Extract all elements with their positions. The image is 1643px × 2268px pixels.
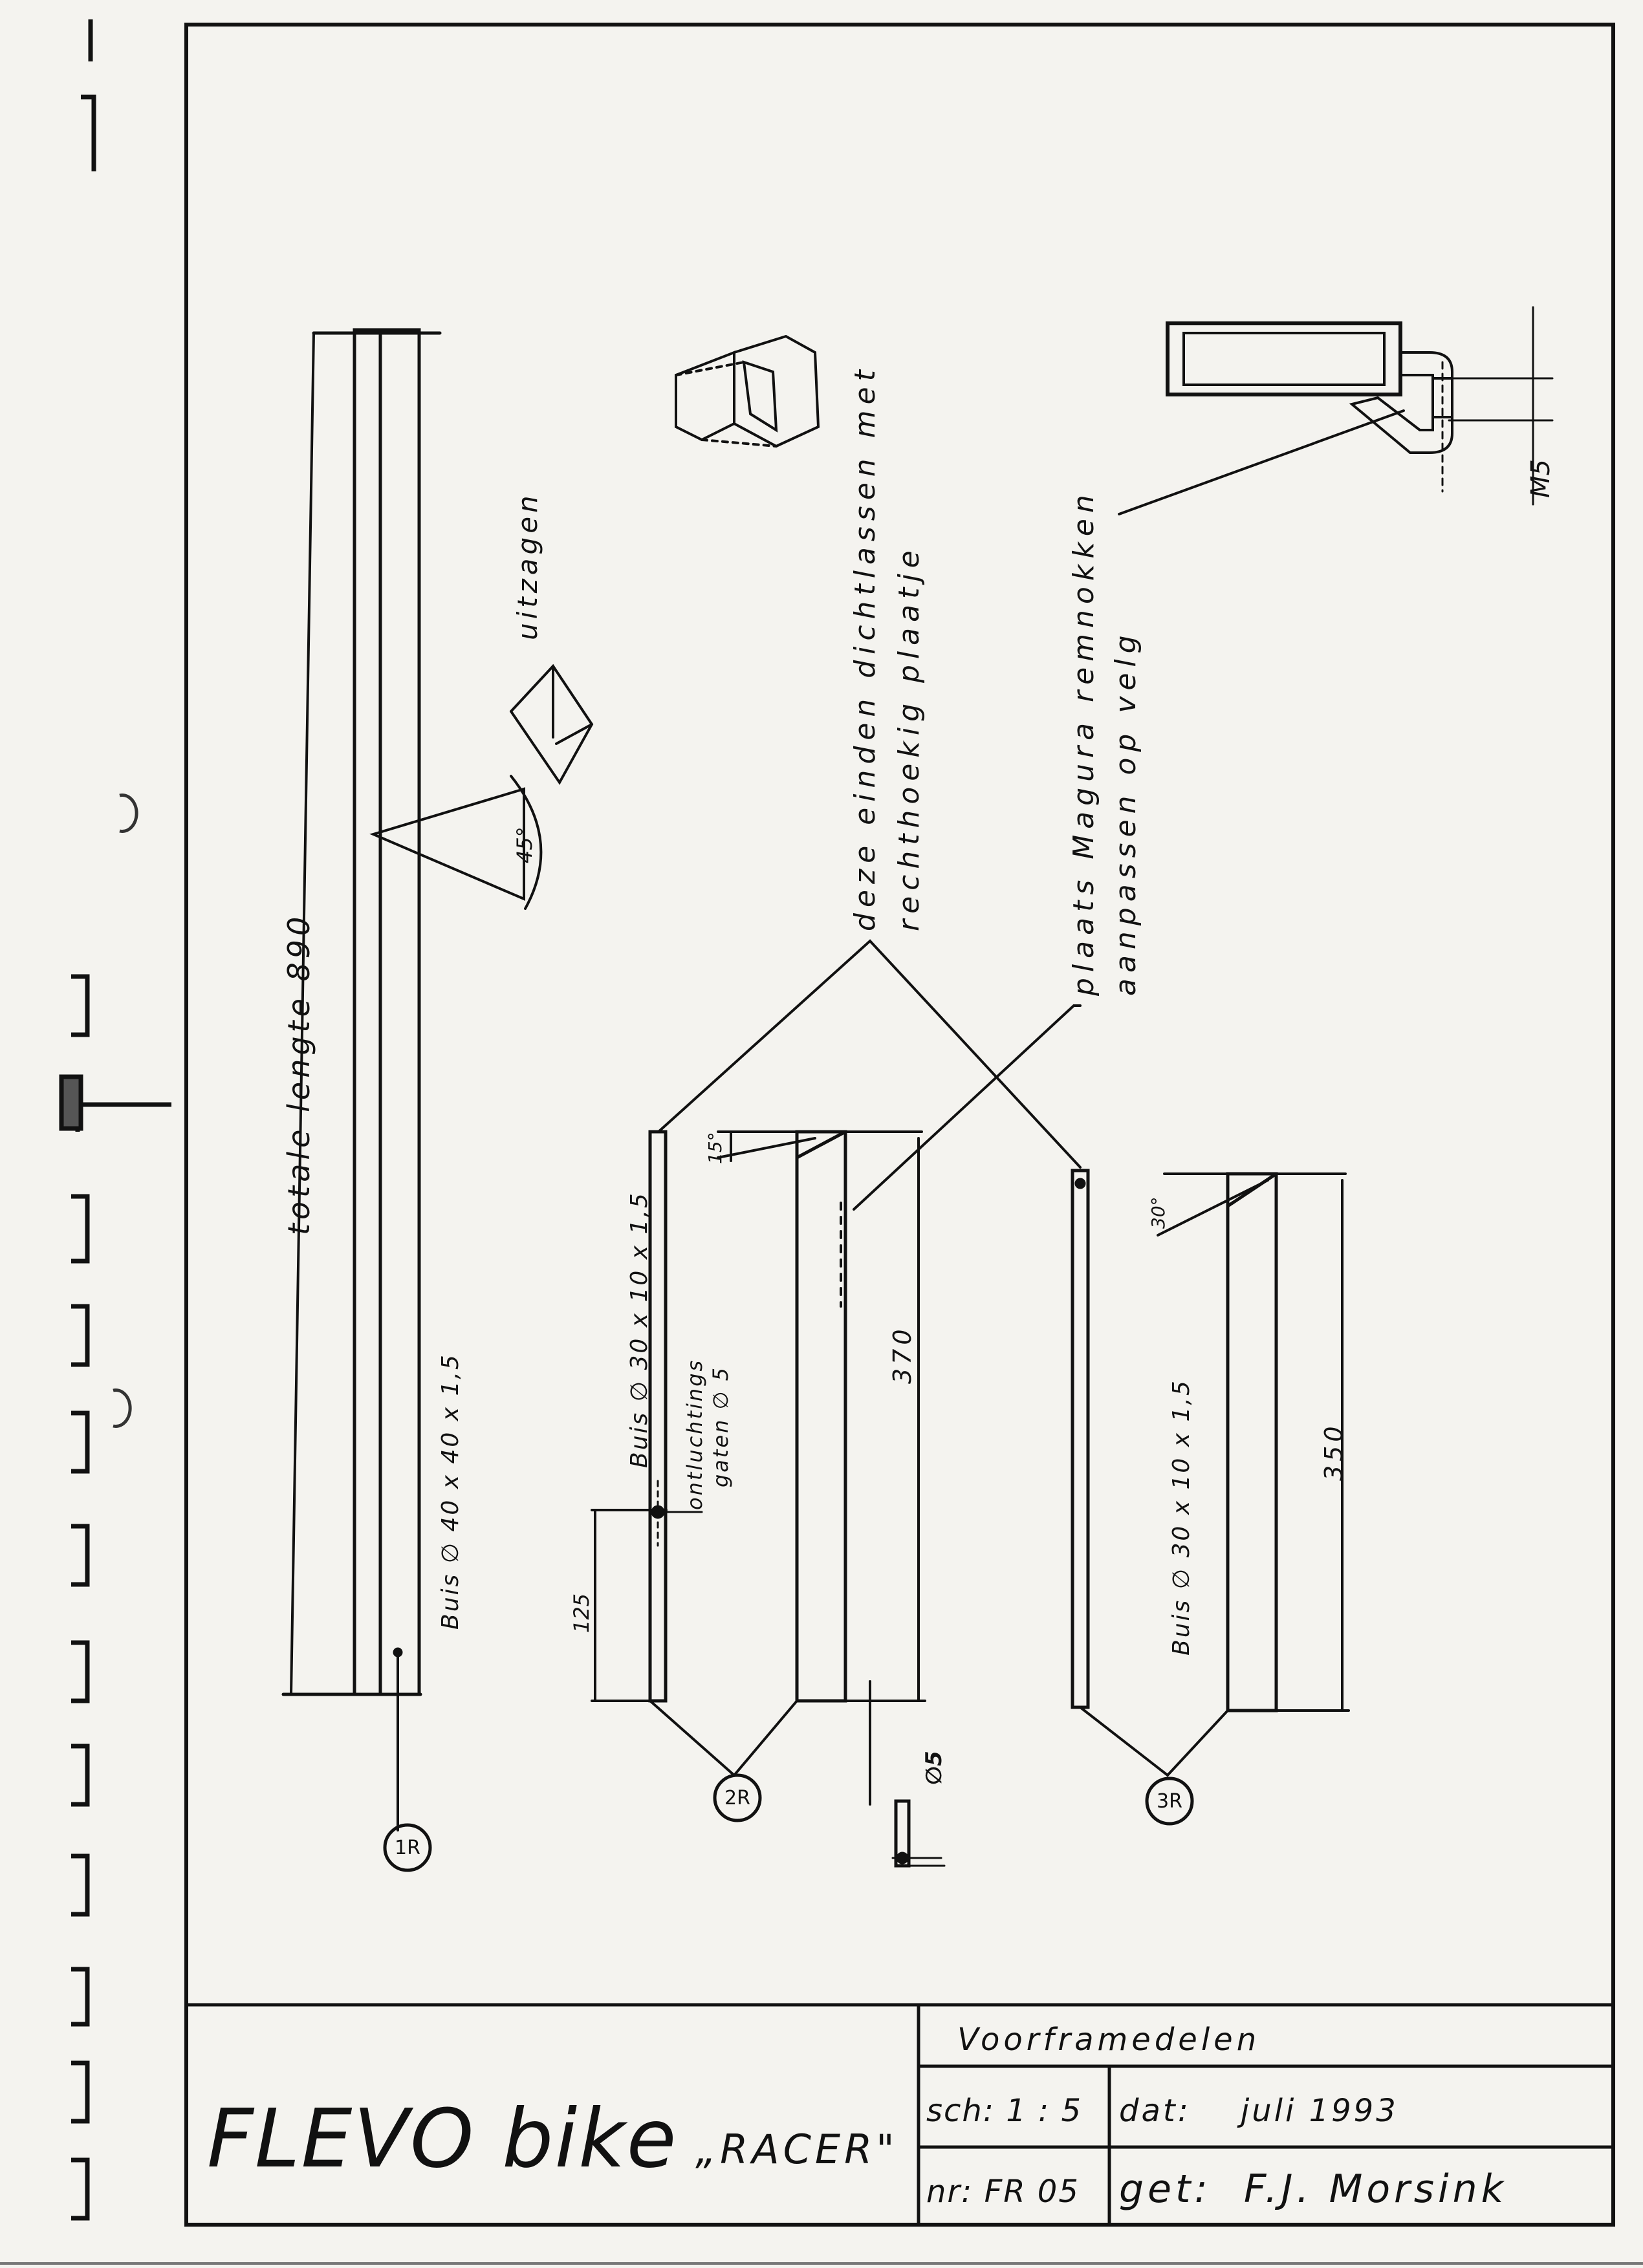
binder-tab [59,1074,171,1132]
part-1r [281,328,594,1872]
part-1r-cut-note: uitzagen [512,491,543,640]
part-3r-tube-spec: Buis ∅ 30 x 10 x 1,5 [1168,1379,1195,1656]
binder-edge-marks [71,19,96,2221]
title-block [186,2003,1613,2225]
part-2r-vent-line2: gaten ∅ 5 [708,1366,733,1487]
drawn-by: get: F.J. Morsink [1119,2166,1507,2212]
note-ends-line1: deze einden dichtlassen met [849,364,882,931]
part-1r-angle: 45° [512,826,537,863]
punch-hole-marks [113,794,138,1428]
drawing-date: dat: juli 1993 [1119,2093,1398,2129]
note-bolt: M5 [1526,459,1556,498]
part-3r-angle: 30° [1148,1196,1169,1229]
drawing-title: Voorframedelen [957,2022,1260,2058]
part-2r-angle: 15° [704,1132,726,1164]
drawing-number: nr: FR 05 [926,2174,1080,2210]
note-ends-line2: rechthoekig plaatje [893,545,926,931]
part-3r [1071,1169,1350,1826]
note-brake-line2: aanpassen op velg [1109,629,1142,996]
leader-lines [657,409,1405,1211]
brake-boss-section [1166,306,1554,506]
part-3r-dim-length: 350 [1320,1422,1348,1481]
note-brake-line1: plaats Magura remnokken [1067,489,1100,997]
part-1r-length-note: totale lengte 890 [281,913,316,1235]
drawing-frame [184,23,1615,2227]
part-2r-dim-length: 370 [888,1325,917,1384]
part-2r-dim-offset: 125 [569,1593,594,1633]
part-2r-hole-dim: ∅5 [921,1751,947,1785]
part-1r-tag: 1R [395,1837,420,1859]
part-3r-tag: 3R [1157,1790,1182,1813]
drawing-scale: sch: 1 : 5 [926,2093,1082,2129]
brand-logo: FLEVO bike [207,2092,678,2186]
part-1r-tube-spec: Buis ∅ 40 x 40 x 1,5 [437,1353,464,1630]
part-2r-tube-spec: Buis ∅ 30 x 10 x 1,5 [626,1191,653,1468]
part-2r-vent-line1: ontluchtings [682,1359,707,1510]
part-2r-tag: 2R [724,1787,750,1809]
end-plate-detail [675,334,820,448]
model-name: „RACER" [695,2126,898,2173]
